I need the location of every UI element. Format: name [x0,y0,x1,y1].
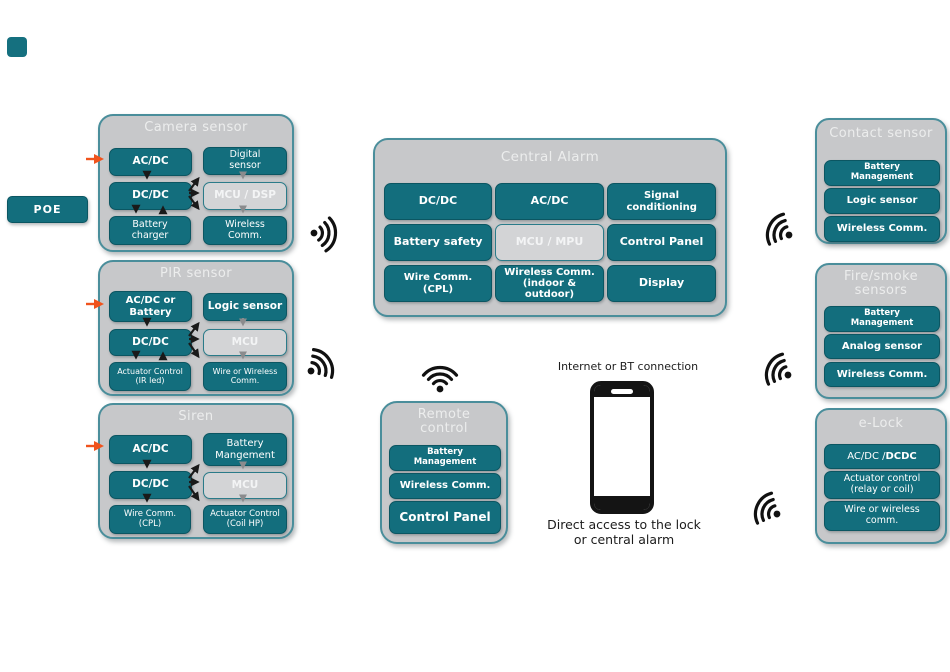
pir-mcu-block: MCU [203,329,287,356]
elock-acdc-dcdc-block: AC/DC / DCDC [824,444,940,469]
elock-title: e-Lock [858,416,904,431]
fire-wireless-comm-block: Wireless Comm. [824,362,940,387]
direct-access-caption: Direct access to the lock or central ala… [547,517,701,547]
central-mcu-mpu-block: MCU / MPU [495,224,604,261]
camera-sensor-title: Camera sensor [144,120,248,135]
wifi-icon-pir [297,343,340,389]
wifi-icon-elock [748,488,789,532]
central-acdc-block: AC/DC [495,183,604,220]
phone-bottom-band [594,496,650,510]
fire-smoke-sensors-group: Fire/smoke sensors Battery Management An… [815,263,947,399]
phone-top-band [594,385,650,397]
remote-control-group: Remote control Battery Management Wirele… [380,401,508,544]
poe-label: POE [33,203,62,216]
siren-battery-mangement-block: Battery Mangement [203,433,287,466]
camera-acdc-block: AC/DC [109,148,192,176]
contact-sensor-title: Contact sensor [829,126,933,141]
central-alarm-title: Central Alarm [500,149,600,165]
remote-control-title: Remote control [417,407,471,437]
contact-sensor-group: Contact sensor Battery Management Logic … [815,118,947,244]
pir-sensor-group: PIR sensor AC/DC or Battery Logic sensor… [98,260,294,396]
siren-dcdc-block: DC/DC [109,471,192,499]
contact-wireless-comm-block: Wireless Comm. [824,216,940,242]
siren-group: Siren AC/DC Battery Mangement DC/DC MCU … [98,403,294,539]
central-display-block: Display [607,265,716,302]
internet-bt-caption: Internet or BT connection [557,360,699,373]
siren-mcu-block: MCU [203,472,287,499]
pir-actuator-control-block: Actuator Control (IR led) [109,362,191,391]
siren-wire-comm-block: Wire Comm. (CPL) [109,505,191,534]
fire-smoke-sensors-title: Fire/smoke sensors [843,269,919,299]
contact-logic-sensor-block: Logic sensor [824,188,940,214]
camera-wireless-comm-block: Wireless Comm. [203,216,287,245]
phone-speaker-slot [611,389,633,394]
wifi-icon-remote-control [421,365,459,394]
fire-analog-sensor-block: Analog sensor [824,334,940,359]
elock-group: e-Lock AC/DC / DCDC Actuator control (re… [815,408,947,544]
elock-acdc-prefix: AC/DC / [847,450,886,462]
elock-wire-wireless-comm-block: Wire or wireless comm. [824,501,940,531]
central-dcdc-block: DC/DC [384,183,492,220]
siren-acdc-block: AC/DC [109,435,192,464]
remote-battery-management-block: Battery Management [389,445,501,471]
smartphone-illustration [590,381,654,514]
wifi-icon-contact-sensor [760,209,801,253]
central-wire-comm-block: Wire Comm. (CPL) [384,265,492,302]
elock-actuator-control-block: Actuator control (relay or coil) [824,471,940,499]
camera-sensor-group: Camera sensor AC/DC Digital sensor DC/DC… [98,114,294,252]
siren-actuator-control-block: Actuator Control (Coil HP) [203,505,287,534]
remote-control-panel-block: Control Panel [389,501,501,534]
pir-wire-wireless-comm-block: Wire or Wireless Comm. [203,362,287,391]
pir-acdc-battery-block: AC/DC or Battery [109,291,192,322]
camera-dcdc-block: DC/DC [109,182,192,210]
contact-battery-management-block: Battery Management [824,160,940,186]
pir-sensor-title: PIR sensor [160,266,232,281]
wifi-icon-fire-smoke [759,349,800,393]
camera-digital-sensor-block: Digital sensor [203,147,287,175]
central-control-panel-block: Control Panel [607,224,716,261]
fire-battery-management-block: Battery Management [824,306,940,332]
camera-mcu-dsp-block: MCU / DSP [203,182,287,210]
pir-logic-sensor-block: Logic sensor [203,293,287,321]
camera-battery-charger-block: Battery charger [109,216,191,245]
central-signal-conditioning-block: Signal conditioning [607,183,716,220]
pir-dcdc-block: DC/DC [109,329,192,356]
wifi-icon-camera [307,214,339,254]
central-alarm-group: Central Alarm DC/DC AC/DC Signal conditi… [373,138,727,317]
elock-dcdc-bold: DCDC [885,450,917,462]
poe-block: POE [7,196,88,223]
remote-wireless-comm-block: Wireless Comm. [389,473,501,499]
central-battery-safety-block: Battery safety [384,224,492,261]
corner-accent-square [7,37,27,57]
siren-title: Siren [178,409,214,424]
central-wireless-comm-block: Wireless Comm. (indoor & outdoor) [495,265,604,302]
